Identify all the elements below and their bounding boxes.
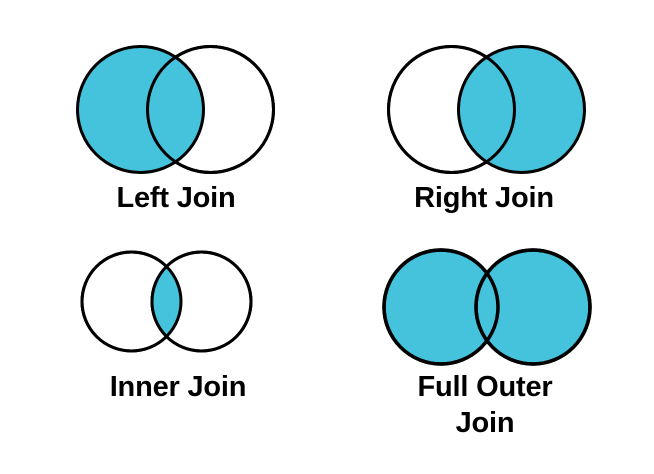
label-full-outer-join: Full Outer Join xyxy=(417,371,553,439)
venn-diagram-inner-join xyxy=(74,244,286,359)
inner-join-venn-svg xyxy=(80,250,253,353)
full-outer-join-venn-svg xyxy=(382,248,592,366)
set-a-outline xyxy=(387,45,516,174)
label-left-join: Left Join xyxy=(116,182,236,214)
venn-diagram-full-outer-join xyxy=(377,241,601,373)
venn-diagram-right-join xyxy=(381,38,596,183)
label-inner-join: Inner Join xyxy=(109,371,247,403)
set-a-outline xyxy=(76,45,205,174)
left-join-venn-svg xyxy=(76,45,275,174)
set-b-outline xyxy=(474,248,592,366)
intersection-region xyxy=(147,46,204,173)
set-a-outline xyxy=(80,250,183,353)
set-b-outline xyxy=(150,250,253,353)
label-right-join: Right Join xyxy=(414,182,554,214)
set-a-outline xyxy=(382,248,500,366)
set-b-outline xyxy=(146,45,275,174)
right-join-venn-svg xyxy=(387,45,586,174)
venn-diagram-left-join xyxy=(70,38,285,183)
set-b-outline xyxy=(457,45,586,174)
intersection-region xyxy=(458,46,515,173)
